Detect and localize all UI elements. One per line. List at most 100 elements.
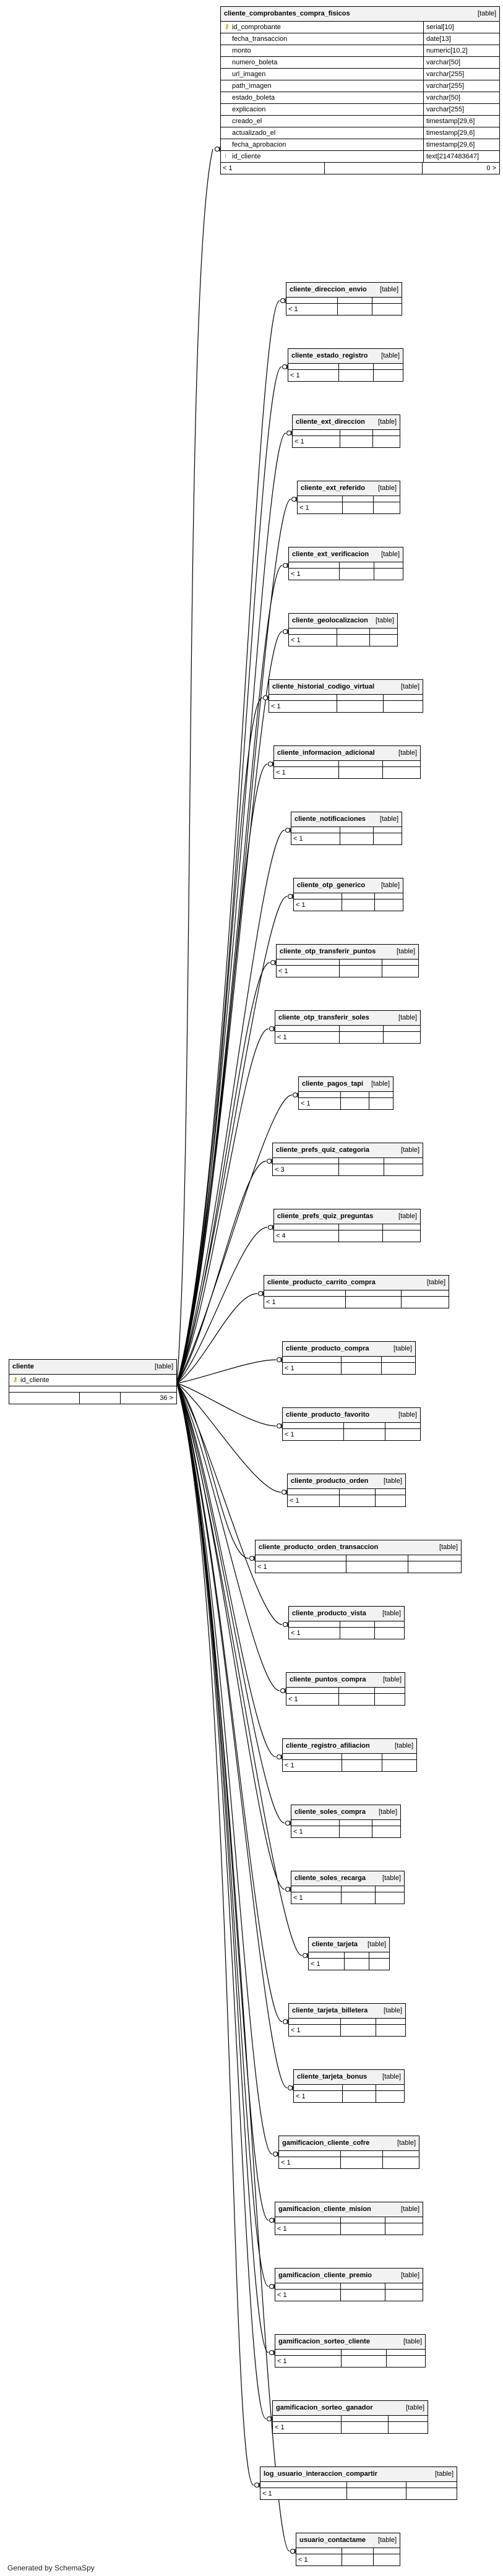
table-gamificacion-sorteo-cliente[interactable]: gamificacion_sorteo_cliente[table] < 1 <box>275 2334 426 2368</box>
footer-parents[interactable]: < 1 <box>283 1760 342 1771</box>
table-header[interactable]: cliente_notificaciones[table] <box>291 812 402 827</box>
footer-parents[interactable]: < 1 <box>283 1429 344 1440</box>
footer-parents[interactable]: < 1 <box>299 1098 341 1109</box>
table-header[interactable]: cliente_ext_referido[table] <box>298 481 400 496</box>
table-cliente-ext-direccion[interactable]: cliente_ext_direccion[table] < 1 <box>292 414 400 448</box>
table-header[interactable]: cliente_historial_codigo_virtual[table] <box>269 680 423 695</box>
footer-parents[interactable]: < 1 <box>269 701 337 712</box>
table-header[interactable]: cliente_tarjeta[table] <box>309 1938 389 1952</box>
footer-children[interactable]: 36 > <box>160 1394 173 1402</box>
footer-parents[interactable]: < 1 <box>293 436 340 447</box>
table-header[interactable]: cliente_ext_verificacion[table] <box>289 547 403 562</box>
table-header[interactable]: cliente_producto_compra[table] <box>283 1342 415 1357</box>
footer-parents[interactable]: < 1 <box>275 2223 341 2235</box>
table-cliente-producto-favorito[interactable]: cliente_producto_favorito[table] < 1 <box>282 1407 421 1441</box>
footer-parents[interactable]: < 1 <box>286 304 338 315</box>
table-cliente-tarjeta-bonus[interactable]: cliente_tarjeta_bonus[table]< 1 <box>293 2069 405 2103</box>
table-header[interactable]: cliente_tarjeta_billetera[table] <box>289 2004 405 2019</box>
table-cliente-direccion-envio[interactable]: cliente_direccion_envio[table]< 1 <box>286 282 402 316</box>
table-header[interactable]: gamificacion_cliente_mision[table] <box>275 2202 423 2217</box>
table-header[interactable]: cliente_producto_favorito[table] <box>283 1408 420 1423</box>
footer-parents[interactable]: < 1 <box>264 1297 346 1308</box>
footer-parents[interactable]: < 1 <box>275 2290 341 2301</box>
table-gamificacion-sorteo-ganador[interactable]: gamificacion_sorteo_ganador[table] < 1 <box>272 2400 428 2434</box>
table-cliente-ext-referido[interactable]: cliente_ext_referido[table]< 1 <box>297 481 400 514</box>
table-header[interactable]: gamificacion_sorteo_cliente[table] <box>275 2335 425 2350</box>
footer-parents[interactable]: < 1 <box>274 767 339 778</box>
footer-parents[interactable]: < 1 <box>283 1363 342 1374</box>
footer-parents[interactable]: < 1 <box>294 2091 343 2102</box>
footer-parents[interactable]: < 1 <box>289 569 340 580</box>
table-cliente-soles-compra[interactable]: cliente_soles_compra[table]< 1 <box>291 1805 401 1838</box>
footer-parents[interactable]: < 1 <box>256 1561 346 1573</box>
table-header[interactable]: gamificacion_sorteo_ganador[table] <box>273 2401 428 2416</box>
table-cliente-producto-carrito-compra[interactable]: cliente_producto_carrito_compra[table]< … <box>264 1275 449 1308</box>
column-row[interactable]: ⚷id_cliente <box>9 1375 176 1386</box>
table-cliente-otp-generico[interactable]: cliente_otp_generico[table] < 1 <box>293 878 403 911</box>
table-header[interactable]: usuario_contactame[table] <box>296 2533 400 2548</box>
footer-parents[interactable]: < 1 <box>275 2356 342 2367</box>
table-cliente-estado-registro[interactable]: cliente_estado_registro[table] < 1 <box>288 348 403 382</box>
footer-parents[interactable]: < 1 <box>288 370 339 381</box>
table-gamificacion-cliente-premio[interactable]: gamificacion_cliente_premio[table] < 1 <box>275 2268 423 2301</box>
table-cliente-prefs-quiz-categoria[interactable]: cliente_prefs_quiz_categoria[table]< 3 <box>272 1143 423 1176</box>
table-cliente-otp-transferir-puntos[interactable]: cliente_otp_transferir_puntos[table] < 1 <box>276 944 419 977</box>
table-header[interactable]: gamificacion_cliente_premio[table] <box>275 2269 423 2283</box>
table-header[interactable]: cliente_pagos_tapi[table] <box>299 1077 393 1092</box>
footer-children[interactable]: 0 > <box>486 164 496 172</box>
table-header[interactable]: cliente_estado_registro[table] <box>288 349 403 364</box>
footer-parents[interactable]: < 1 <box>291 833 340 844</box>
footer-parents[interactable]: < 1 <box>296 2554 342 2565</box>
table-header[interactable]: log_usuario_interaccion_compartir[table] <box>260 2467 457 2482</box>
table-cliente-historial-codigo-virtual[interactable]: cliente_historial_codigo_virtual[table] <… <box>269 679 423 713</box>
table-cliente-producto-orden-transaccion[interactable]: cliente_producto_orden_transaccion[table… <box>255 1540 462 1573</box>
table-header[interactable]: cliente_producto_orden_transaccion[table… <box>256 1540 461 1555</box>
footer-parents[interactable]: < 1 <box>279 2157 341 2168</box>
footer-parents[interactable]: < 1 <box>221 163 325 174</box>
table-gamificacion-cliente-mision[interactable]: gamificacion_cliente_mision[table] < 1 <box>275 2202 423 2235</box>
table-header[interactable]: cliente_registro_afiliacion[table] <box>283 1739 416 1754</box>
table-header[interactable]: cliente_informacion_adicional[table] <box>274 746 420 761</box>
table-header[interactable]: cliente_otp_generico[table] <box>294 878 403 893</box>
table-header[interactable]: cliente_ext_direccion[table] <box>293 415 400 430</box>
table-cliente-notificaciones[interactable]: cliente_notificaciones[table] < 1 <box>291 812 402 845</box>
table-header[interactable]: cliente_prefs_quiz_preguntas[table] <box>274 1209 420 1224</box>
table-gamificacion-cliente-cofre[interactable]: gamificacion_cliente_cofre[table]< 1 <box>278 2136 419 2169</box>
footer-parents[interactable]: < 1 <box>291 1892 342 1904</box>
footer-parents[interactable]: < 1 <box>294 899 342 911</box>
footer-parents[interactable]: < 1 <box>275 1032 340 1043</box>
table-cliente-tarjeta-billetera[interactable]: cliente_tarjeta_billetera[table] < 1 <box>288 2003 406 2037</box>
table-cliente-tarjeta[interactable]: cliente_tarjeta[table]< 1 <box>308 1937 390 1970</box>
table-usuario-contactame[interactable]: usuario_contactame[table] < 1 <box>296 2533 400 2566</box>
table-cliente-informacion-adicional[interactable]: cliente_informacion_adicional[table] < 1 <box>273 745 421 779</box>
table-cliente-soles-recarga[interactable]: cliente_soles_recarga[table]< 1 <box>291 1871 405 1904</box>
table-cliente-producto-vista[interactable]: cliente_producto_vista[table] < 1 <box>288 1606 405 1639</box>
table-log-usuario-interaccion-compartir[interactable]: log_usuario_interaccion_compartir[table]… <box>260 2467 457 2500</box>
table-header[interactable]: cliente_otp_transferir_soles[table] <box>275 1011 420 1026</box>
table-header[interactable]: cliente_puntos_compra[table] <box>286 1673 405 1688</box>
table-cliente-comprobantes-compra-fisicos[interactable]: cliente_comprobantes_compra_fisicos [tab… <box>220 6 500 174</box>
table-header[interactable]: cliente_producto_vista[table] <box>289 1607 404 1621</box>
table-cliente-producto-compra[interactable]: cliente_producto_compra[table] < 1 <box>282 1341 416 1375</box>
footer-parents[interactable]: < 1 <box>277 966 340 977</box>
table-cliente-producto-orden[interactable]: cliente_producto_orden[table]< 1 <box>287 1474 406 1507</box>
footer-parents[interactable] <box>9 1393 80 1404</box>
footer-parents[interactable]: < 1 <box>289 635 337 646</box>
footer-parents[interactable]: < 1 <box>289 2025 341 2036</box>
table-header[interactable]: cliente_otp_transferir_puntos[table] <box>277 945 418 960</box>
footer-parents[interactable]: < 1 <box>273 2422 342 2433</box>
footer-parents[interactable]: < 1 <box>289 1628 340 1639</box>
footer-parents[interactable]: < 1 <box>286 1694 339 1705</box>
table-header[interactable]: cliente [table] <box>9 1360 176 1375</box>
table-cliente-registro-afiliacion[interactable]: cliente_registro_afiliacion[table] < 1 <box>282 1738 417 1772</box>
table-cliente[interactable]: cliente [table] ⚷id_cliente 36 > <box>9 1359 177 1404</box>
